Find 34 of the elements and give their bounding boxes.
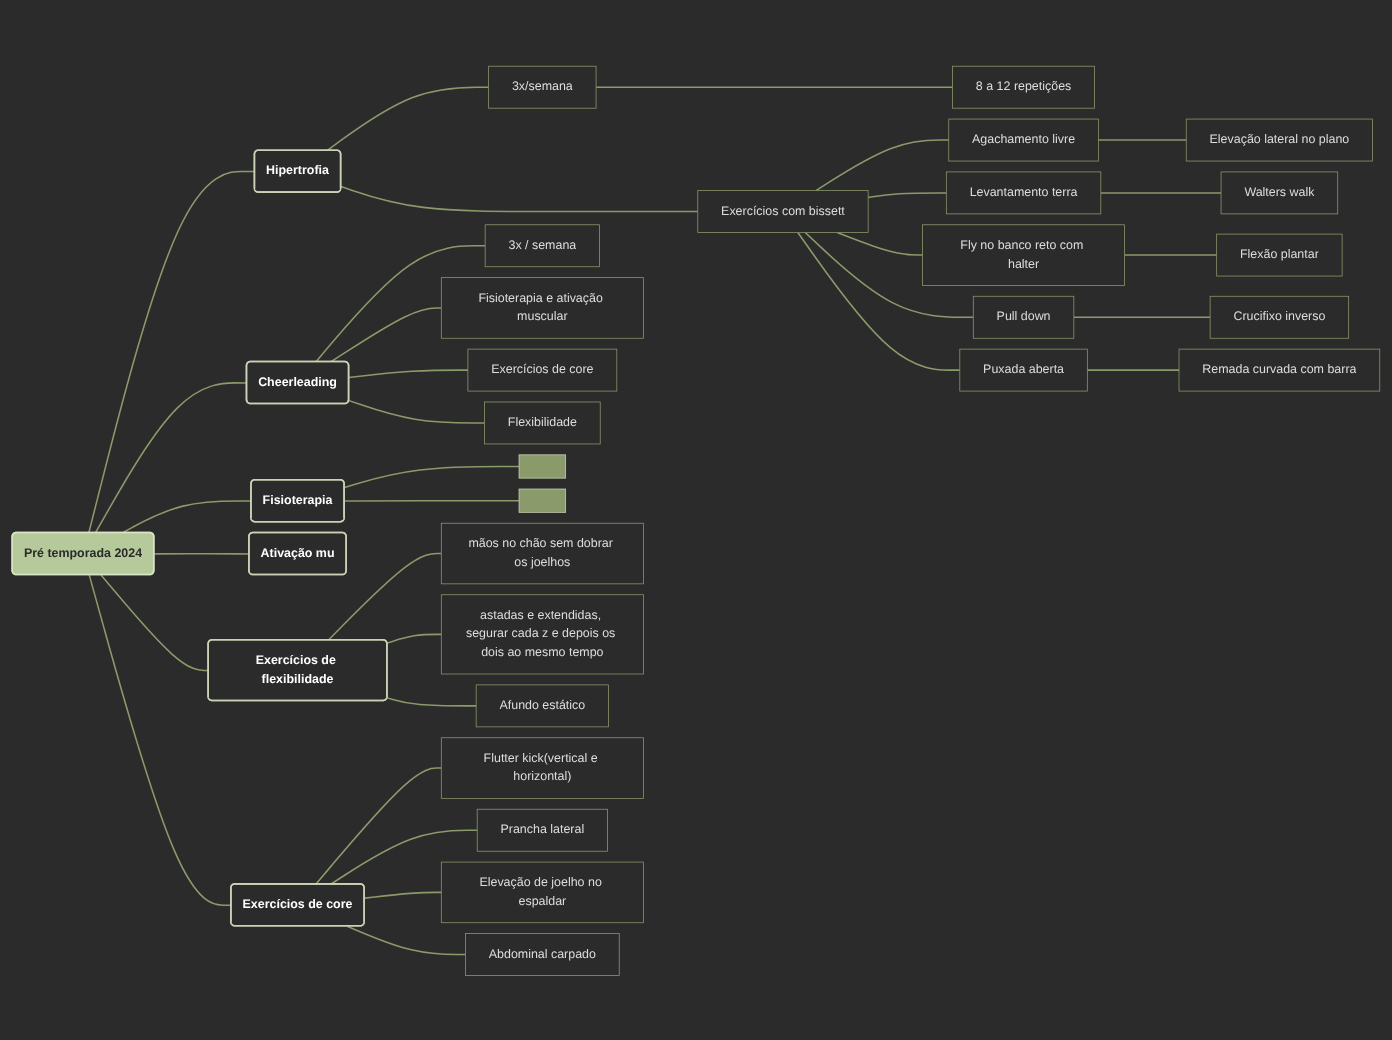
connector: [348, 368, 469, 378]
connector: [315, 244, 486, 362]
connector: [804, 230, 975, 318]
connector: [386, 696, 477, 706]
connector: [867, 191, 948, 198]
connector: [340, 184, 699, 212]
node-bar: [518, 453, 567, 478]
connector: [329, 306, 443, 362]
connector: [87, 169, 256, 533]
connector: [386, 632, 443, 643]
connector: [327, 551, 443, 641]
connector: [153, 552, 251, 554]
connector: [343, 499, 520, 501]
connector: [1097, 138, 1188, 140]
connector: [88, 573, 233, 906]
connector: [94, 381, 248, 533]
connector: [797, 230, 961, 370]
connector: [329, 828, 478, 885]
node-bar: [518, 487, 567, 512]
connector: [348, 398, 486, 423]
connector: [100, 573, 210, 671]
connector: [121, 499, 253, 533]
connector: [815, 138, 950, 191]
connector: [1086, 368, 1180, 370]
connector: [1100, 191, 1222, 193]
connector: [363, 890, 443, 898]
connector: [343, 464, 520, 488]
connector: [315, 766, 443, 885]
connector: [1123, 253, 1218, 255]
connector: [1073, 315, 1211, 318]
connector: [836, 230, 924, 255]
connector: [326, 85, 490, 151]
connector: [595, 85, 954, 88]
connector: [346, 924, 467, 955]
